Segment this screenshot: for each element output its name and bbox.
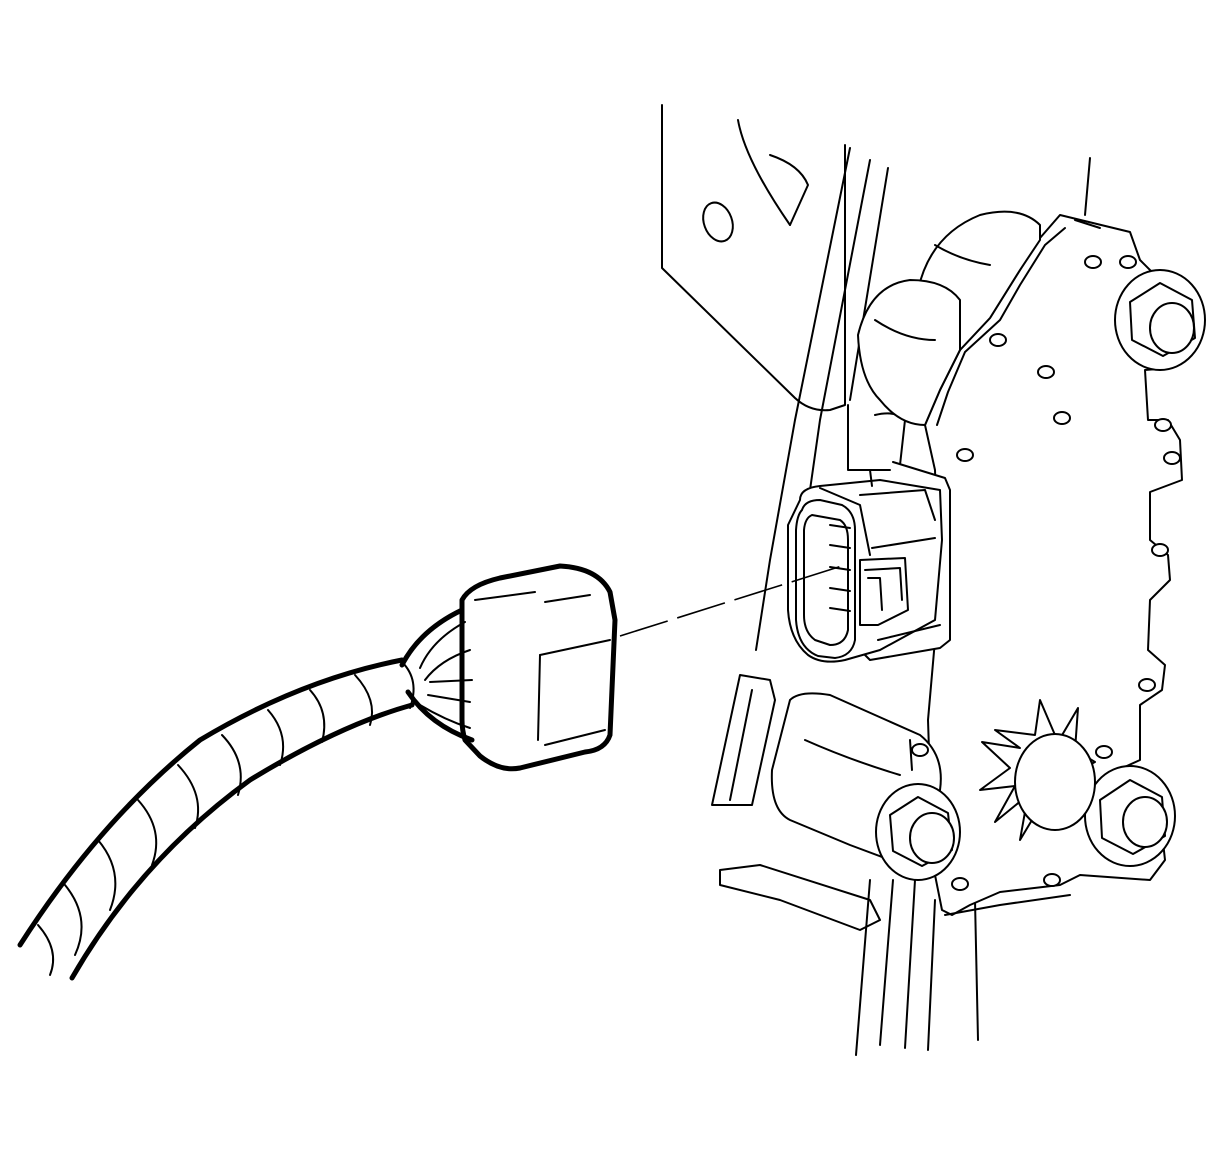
alignment-line — [619, 564, 846, 637]
module-housing — [770, 210, 1196, 916]
bolt-top-right — [1114, 269, 1206, 371]
module-connector — [787, 461, 951, 663]
bolt-bottom-left — [875, 783, 961, 881]
mounting-bracket — [661, 104, 1091, 1056]
bracket-hole — [702, 201, 734, 243]
harness-connector — [459, 563, 618, 772]
sprocket-hub — [979, 699, 1096, 841]
wire-conduit — [17, 657, 415, 981]
housing-pins — [911, 255, 1181, 891]
bolt-bottom-right — [1084, 765, 1176, 867]
